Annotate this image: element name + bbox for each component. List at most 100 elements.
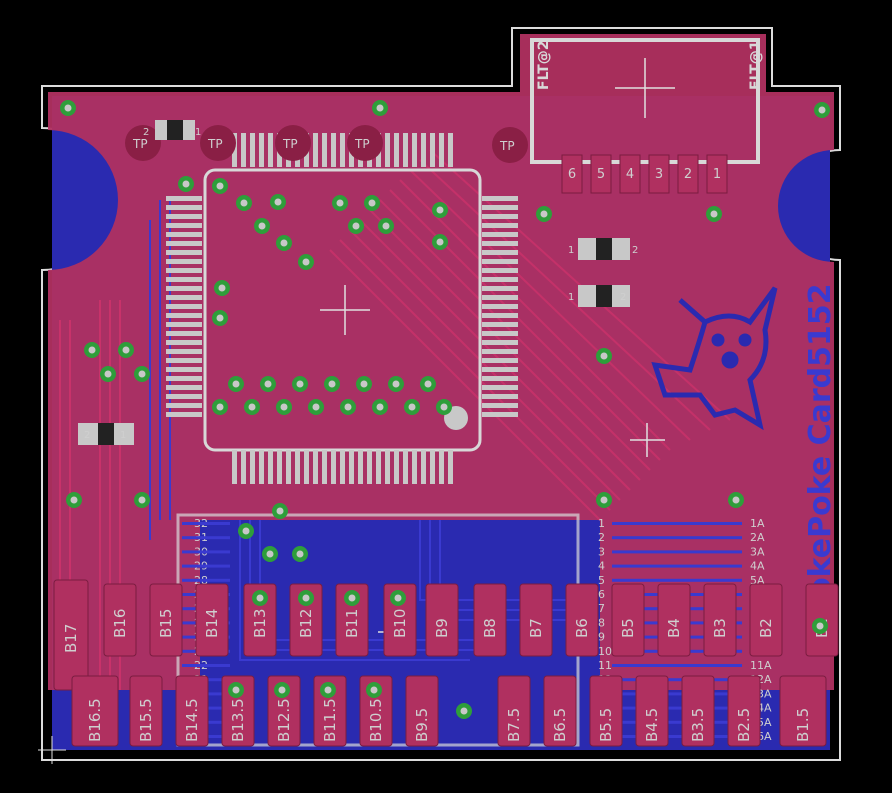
pad-bottom-label: B11.5 [321,698,339,742]
chip-pin [482,268,518,273]
chip-pin [482,232,518,237]
via-drill [218,284,226,292]
chip-pin [295,450,300,484]
pin-trace [182,664,230,667]
pad-top [519,583,553,657]
right-pin-label: 3A [750,545,765,558]
chip-pin [166,196,202,201]
testpoint-label: TP [499,139,515,153]
smd-components: 2 1 1 2 1 2 2 1 [78,120,638,445]
chip-pin [166,313,202,318]
right-pin-number: 11 [598,659,612,672]
via-drill [600,352,608,360]
smd-pin-label: 1 [120,430,126,441]
via-drill [276,507,284,515]
pin-trace [612,678,742,682]
pad-top [149,583,183,657]
chip-pin [166,376,202,381]
chip-pin [482,385,518,390]
via-drill [138,496,146,504]
pin-trace [612,692,742,696]
chip-pin [166,358,202,363]
via-drill [240,199,248,207]
chip-pin [482,277,518,282]
via-drill [392,380,400,388]
chip-pin [349,450,354,484]
chip-pin [482,358,518,363]
connector-pin-label: 6 [568,167,576,182]
pad-bottom-label: B4.5 [643,708,661,742]
chip-pin [166,268,202,273]
pad-bottom-label: B5.5 [597,708,615,742]
pad-top-label: B11 [343,609,361,638]
chip-pin [340,133,345,167]
chip-pin [322,450,327,484]
via-drill [302,594,310,602]
chip-pin [421,133,426,167]
pad-bottom-label: B10.5 [367,698,385,742]
origin-cross [38,736,66,764]
pad-top [289,583,323,657]
via-drill [324,686,332,694]
pad-top [335,583,369,657]
chip-pin [232,450,237,484]
chip-pin [250,450,255,484]
chip-pin [166,331,202,336]
chip-pin [421,450,426,484]
pad-top [749,583,783,657]
chip-pin [482,286,518,291]
pad-top-label: B12 [297,609,315,638]
via-drill [280,403,288,411]
chip-pin [482,304,518,309]
chip-pin [166,412,202,417]
chip-pin [367,450,372,484]
pin-trace [182,564,230,568]
via-drill [266,550,274,558]
via-drill [64,104,72,112]
right-pin-number: 10 [598,645,612,658]
via-drill [424,380,432,388]
chip-pin [166,367,202,372]
testpoint-label: TP [207,137,223,151]
chip-pin [482,295,518,300]
chip-pin [166,277,202,282]
chip-pin [482,214,518,219]
chip-pin [482,259,518,264]
pad-bottom-label: B2.5 [735,708,753,742]
testpoint-label: TP [132,137,148,151]
chip-pin [268,133,273,167]
chip-pin [394,450,399,484]
via-drill [382,222,390,230]
connector-pin-label: 4 [626,167,634,182]
via-drill [302,258,310,266]
via-drill [232,686,240,694]
chip-pin [322,133,327,167]
chip-pin [482,250,518,255]
chip-pin [166,250,202,255]
via-drill [368,199,376,207]
pad-top-label: B2 [757,618,775,638]
chip-pin [259,450,264,484]
pad-top-label: B4 [665,618,683,638]
via-drill [256,594,264,602]
chip-pin [482,322,518,327]
via-drill [436,238,444,246]
chip-pin [439,450,444,484]
via-drill [360,380,368,388]
chip-pin [331,450,336,484]
pin-trace [182,536,230,540]
via-drill [122,346,130,354]
via-drill [88,346,96,354]
smd-part-4: 2 1 [78,423,134,445]
chip-pin [482,223,518,228]
smd-part-3: 1 2 [568,285,630,307]
right-pin-label: 1A [750,517,765,530]
via-drill [312,403,320,411]
chip-pin [482,367,518,372]
via-drill [328,380,336,388]
chip-pin [358,450,363,484]
chip-origin-cross [320,285,370,335]
chip-pin [166,214,202,219]
chip-pin [166,385,202,390]
chip-pin [394,133,399,167]
